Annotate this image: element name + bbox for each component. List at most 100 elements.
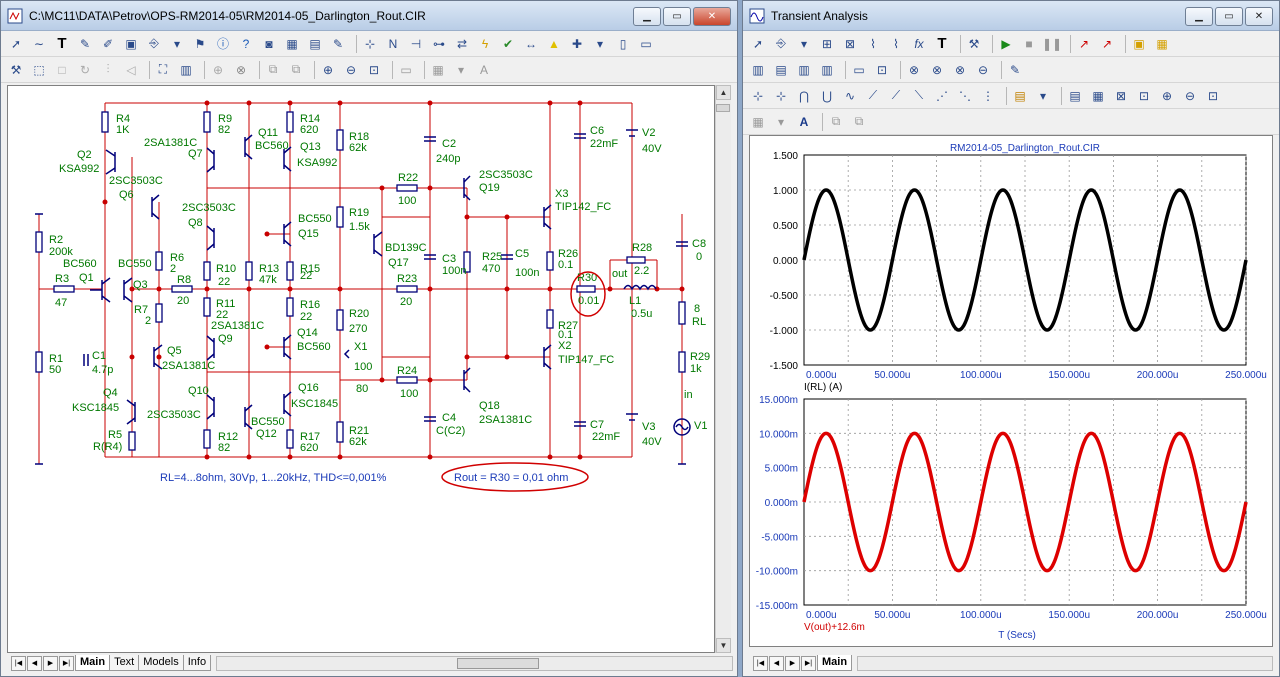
select-arrow-icon[interactable]: ➚ — [10, 36, 22, 51]
an-horizontal-scrollbar[interactable] — [857, 655, 1273, 671]
resize-icon[interactable]: ↔ — [525, 36, 537, 51]
flag-icon[interactable]: ⚑ — [194, 36, 206, 51]
bottom-icon[interactable]: ⋱ — [959, 88, 971, 103]
list-icon[interactable]: ▤ — [1069, 88, 1081, 103]
scroll-down-icon[interactable]: ▼ — [716, 638, 731, 653]
peak-icon[interactable]: ⊹ — [752, 88, 764, 103]
pen-icon[interactable]: ✎ — [79, 36, 91, 51]
node-icon[interactable]: ⊹ — [364, 36, 376, 51]
valley-icon[interactable]: ⊹ — [775, 88, 787, 103]
tile-dropdown-icon-2[interactable]: ▾ — [777, 114, 785, 129]
prev-page-icon[interactable]: ◀ — [27, 655, 42, 671]
schematic-vertical-scrollbar[interactable]: ▲ ▼ — [715, 85, 731, 653]
paste-icon[interactable]: ⧉ — [291, 62, 301, 76]
curve2-icon[interactable]: ⌇ — [893, 36, 899, 51]
layout1-icon[interactable]: ▥ — [752, 62, 764, 77]
layout2-icon[interactable]: ▤ — [775, 62, 787, 77]
numeric-icon[interactable]: ▦ — [1092, 88, 1104, 103]
clipboard-icon[interactable]: ▤ — [1014, 88, 1026, 103]
an-first-page-icon[interactable]: |◀ — [753, 655, 768, 671]
down-circle-icon[interactable]: ⊕ — [212, 62, 224, 77]
check-icon[interactable]: ✔ — [502, 36, 514, 51]
minimize-button[interactable]: ▁ — [633, 7, 661, 26]
blank-icon[interactable]: □ — [58, 62, 66, 77]
flip-h-icon[interactable]: ◁ — [126, 62, 136, 77]
zoom-out-icon[interactable]: ⊖ — [345, 62, 357, 77]
warning-icon[interactable]: ▲ — [548, 36, 560, 51]
analysis-close-button[interactable]: ✕ — [1245, 7, 1273, 26]
an-next-page-icon[interactable]: ▶ — [785, 655, 800, 671]
frame2-icon[interactable]: ▦ — [1156, 36, 1168, 51]
close-button[interactable]: ✕ — [693, 7, 731, 26]
next-page-icon[interactable]: ▶ — [43, 655, 58, 671]
layout3-icon[interactable]: ▥ — [798, 62, 810, 77]
tab-main[interactable]: Main — [75, 655, 111, 671]
scale-icon[interactable]: ⊞ — [821, 36, 833, 51]
function-icon[interactable]: fx — [914, 36, 924, 51]
brush-icon[interactable]: ✐ — [102, 36, 114, 51]
component-icon[interactable]: ▣ — [125, 36, 137, 51]
menu-dropdown-icon[interactable]: ▾ — [596, 36, 604, 51]
font-icon-2[interactable]: A — [799, 114, 809, 129]
layout6-icon[interactable]: ⊡ — [876, 62, 888, 77]
an-prev-page-icon[interactable]: ◀ — [769, 655, 784, 671]
graph-icon[interactable]: ↗ — [1078, 36, 1090, 51]
global-high-icon[interactable]: ⟋ — [891, 88, 901, 102]
stop-icon[interactable]: ■ — [1025, 36, 1033, 51]
probe-tool-icon[interactable]: ⎆ — [776, 36, 786, 50]
global-low-icon[interactable]: ⟍ — [914, 88, 924, 102]
window-icon[interactable]: ▭ — [400, 62, 412, 77]
zoom-xy-icon[interactable]: ⊗ — [954, 62, 966, 77]
low-icon[interactable]: ⋃ — [822, 88, 832, 103]
info-icon[interactable]: ⓘ — [216, 37, 229, 51]
tab-info[interactable]: Info — [182, 655, 212, 671]
cross-icon[interactable]: ✚ — [571, 36, 583, 51]
tile-dropdown-icon[interactable]: ▾ — [457, 62, 465, 77]
run-icon[interactable]: ▶ — [1001, 36, 1011, 51]
probe-dropdown-icon[interactable]: ▾ — [800, 36, 808, 51]
font-icon[interactable]: A — [479, 62, 488, 77]
binoculars-icon[interactable]: ⛶ — [158, 62, 168, 76]
clipboard-dropdown-icon[interactable]: ▾ — [1039, 88, 1047, 103]
frame-icon[interactable]: ▣ — [1133, 36, 1145, 51]
curve-icon[interactable]: ⌇ — [870, 36, 876, 51]
analysis-minimize-button[interactable]: ▁ — [1185, 7, 1213, 26]
an-zoom-out-icon[interactable]: ⊖ — [1184, 88, 1196, 103]
x-circle-icon[interactable]: ⊗ — [235, 62, 247, 77]
cursor-icon[interactable]: ➚ — [752, 36, 764, 51]
tile-icon-2[interactable]: ▦ — [752, 114, 764, 129]
layout4-icon[interactable]: ▥ — [821, 62, 833, 77]
an-zoom-in-icon[interactable]: ⊕ — [1161, 88, 1173, 103]
pin-icon[interactable]: ⊣ — [410, 36, 422, 51]
point-icon[interactable]: ⋮ — [982, 88, 994, 103]
paste-icon-2[interactable]: ⧉ — [854, 114, 864, 128]
schematic-titlebar[interactable]: C:\MC11\DATA\Petrov\OPS-RM2014-05\RM2014… — [1, 1, 737, 31]
wire-icon[interactable]: ∼ — [33, 36, 45, 51]
copy-icon-2[interactable]: ⧉ — [831, 114, 841, 128]
select-box-icon[interactable]: ⬚ — [33, 62, 45, 77]
camera-icon[interactable]: ◙ — [265, 36, 273, 51]
help-icon[interactable]: ? — [242, 36, 250, 51]
probe-dropdown-icon[interactable]: ⊶ — [433, 36, 445, 51]
scale-fit-icon[interactable]: ⊡ — [1138, 88, 1150, 103]
first-page-icon[interactable]: |◀ — [11, 655, 26, 671]
edit-icon[interactable]: ✎ — [332, 36, 344, 51]
text-tool-icon[interactable]: T — [57, 35, 67, 52]
fit-icon[interactable]: ⊠ — [1115, 88, 1127, 103]
pages-icon[interactable]: ▥ — [180, 62, 192, 77]
an-last-page-icon[interactable]: ▶| — [801, 655, 816, 671]
an-tab-main[interactable]: Main — [817, 655, 853, 671]
wrench-icon[interactable]: ⚒ — [10, 62, 22, 77]
rotate-icon[interactable]: ↻ — [79, 62, 91, 77]
mirror-icon[interactable]: ⫶ — [106, 62, 110, 76]
lightning-icon[interactable]: ϟ — [481, 36, 489, 51]
zoom-x-icon[interactable]: ⊗ — [908, 62, 920, 77]
copy-icon[interactable]: ⧉ — [268, 62, 278, 76]
pause-icon[interactable]: ❚❚ — [1041, 36, 1063, 51]
node-numbers-icon[interactable]: N — [388, 36, 398, 51]
layout5-icon[interactable]: ▭ — [853, 62, 865, 77]
page-icon[interactable]: ▯ — [619, 36, 627, 51]
tab-text[interactable]: Text — [109, 655, 140, 671]
